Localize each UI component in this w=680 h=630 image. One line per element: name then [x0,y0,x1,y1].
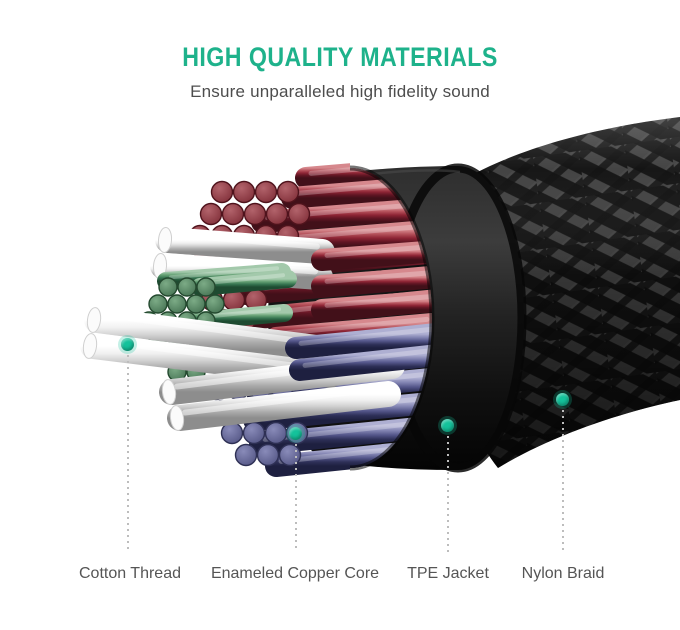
nylon-braid-connector [562,410,564,552]
page-title: HIGH QUALITY MATERIALS [182,42,498,72]
copper-core-dot-icon [289,427,302,440]
tpe-jacket-connector [447,436,449,552]
page-subtitle: Ensure unparalleled high fidelity sound [190,82,490,101]
copper-core-connector [295,444,297,552]
tpe-jacket-label: TPE Jacket [407,565,489,582]
nylon-braid-dot-icon [556,393,569,406]
copper-core-label: Enameled Copper Core [210,565,380,582]
cotton-thread-connector [127,355,129,552]
nylon-braid-label: Nylon Braid [521,565,605,582]
tpe-jacket-dot-icon [441,419,454,432]
cotton-thread-dot-icon [121,338,134,351]
cotton-thread-label: Cotton Thread [79,565,181,582]
